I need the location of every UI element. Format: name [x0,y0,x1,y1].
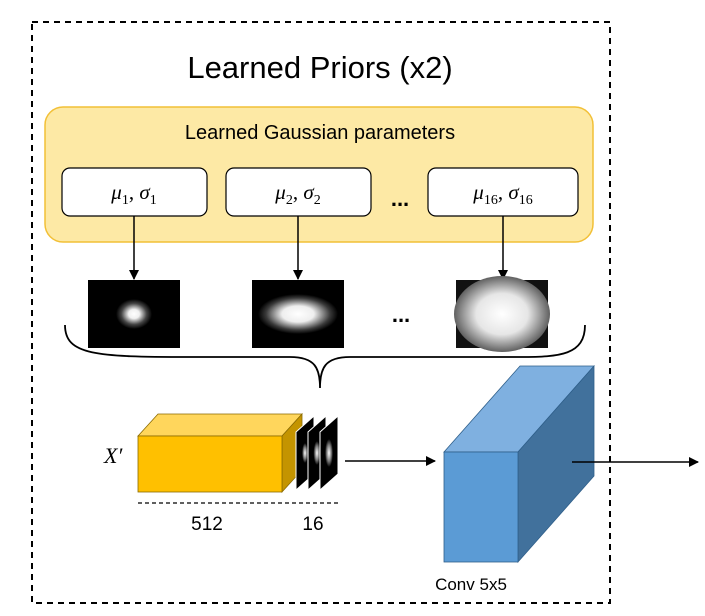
input-label: X′ [103,443,123,468]
svg-text:μ2, σ2: μ2, σ2 [274,180,320,208]
prior-slices-stack [295,414,339,492]
gaussian-map-1 [88,280,180,348]
param-sigma-index-16: 16 [519,193,533,208]
outer-dashed-frame [31,21,611,604]
param-mu-index-16: 16 [484,193,498,208]
gaussian-map-2 [252,280,344,348]
curly-brace [64,324,586,389]
param-sigma-16: σ [508,180,520,204]
gaussian-map-16 [454,276,550,352]
diagram-title: Learned Priors (x2) [187,50,452,85]
param-box-2: μ2, σ2 [225,167,372,217]
svg-text:μ1, σ1: μ1, σ1 [110,180,156,208]
conv-block [443,364,595,564]
param-box-1: μ1, σ1 [61,167,208,217]
feature-tensor-block [137,412,303,494]
param-box-16: μ16, σ16 [427,167,579,217]
param-sigma-1: σ [139,180,151,204]
prior-channels-label: 16 [302,514,323,535]
feature-channels-label: 512 [191,514,223,535]
param-mu-1: μ [110,180,122,204]
param-mu-index-2: 2 [286,193,293,208]
param-mu-16: μ [472,180,484,204]
param-mu-2: μ [274,180,286,204]
param-sigma-index-2: 2 [314,193,321,208]
param-mu-index-1: 1 [122,193,129,208]
param-sigma-2: σ [303,180,315,204]
svg-text:μ16, σ16: μ16, σ16 [472,180,532,208]
params-ellipsis: ... [391,186,409,211]
conv-label: Conv 5x5 [435,575,507,594]
gaussian-params-label: Learned Gaussian parameters [185,122,455,144]
param-sigma-index-1: 1 [150,193,157,208]
maps-ellipsis: ... [392,302,410,327]
